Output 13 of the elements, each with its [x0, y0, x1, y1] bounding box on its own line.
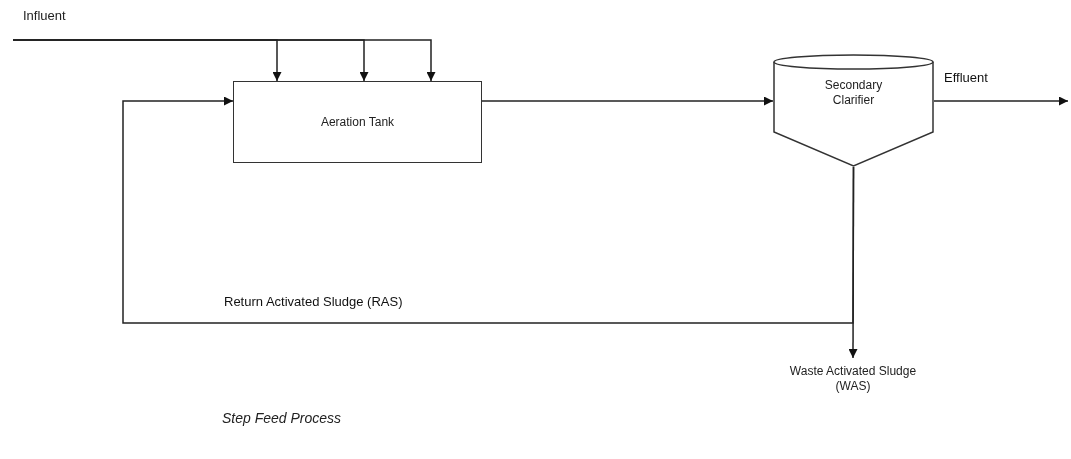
flow-arrow: [122, 96, 855, 324]
edge-label: Effluent: [942, 70, 990, 85]
tank-box: [233, 81, 482, 163]
stream-label: Influent: [22, 7, 66, 25]
stream-label: Waste Activated Sludge (WAS): [788, 364, 918, 394]
flow-arrow: [481, 96, 774, 106]
flow-arrow: [12, 39, 436, 82]
tank-label: Secondary Clarifier: [823, 77, 884, 108]
flow-arrow: [933, 96, 1069, 106]
flow-arrow: [848, 166, 858, 359]
tank-label: Aeration Tank: [320, 114, 395, 130]
diagram-caption: Step Feed Process: [222, 410, 342, 426]
edge-label: Return Activated Sludge (RAS): [222, 294, 405, 309]
